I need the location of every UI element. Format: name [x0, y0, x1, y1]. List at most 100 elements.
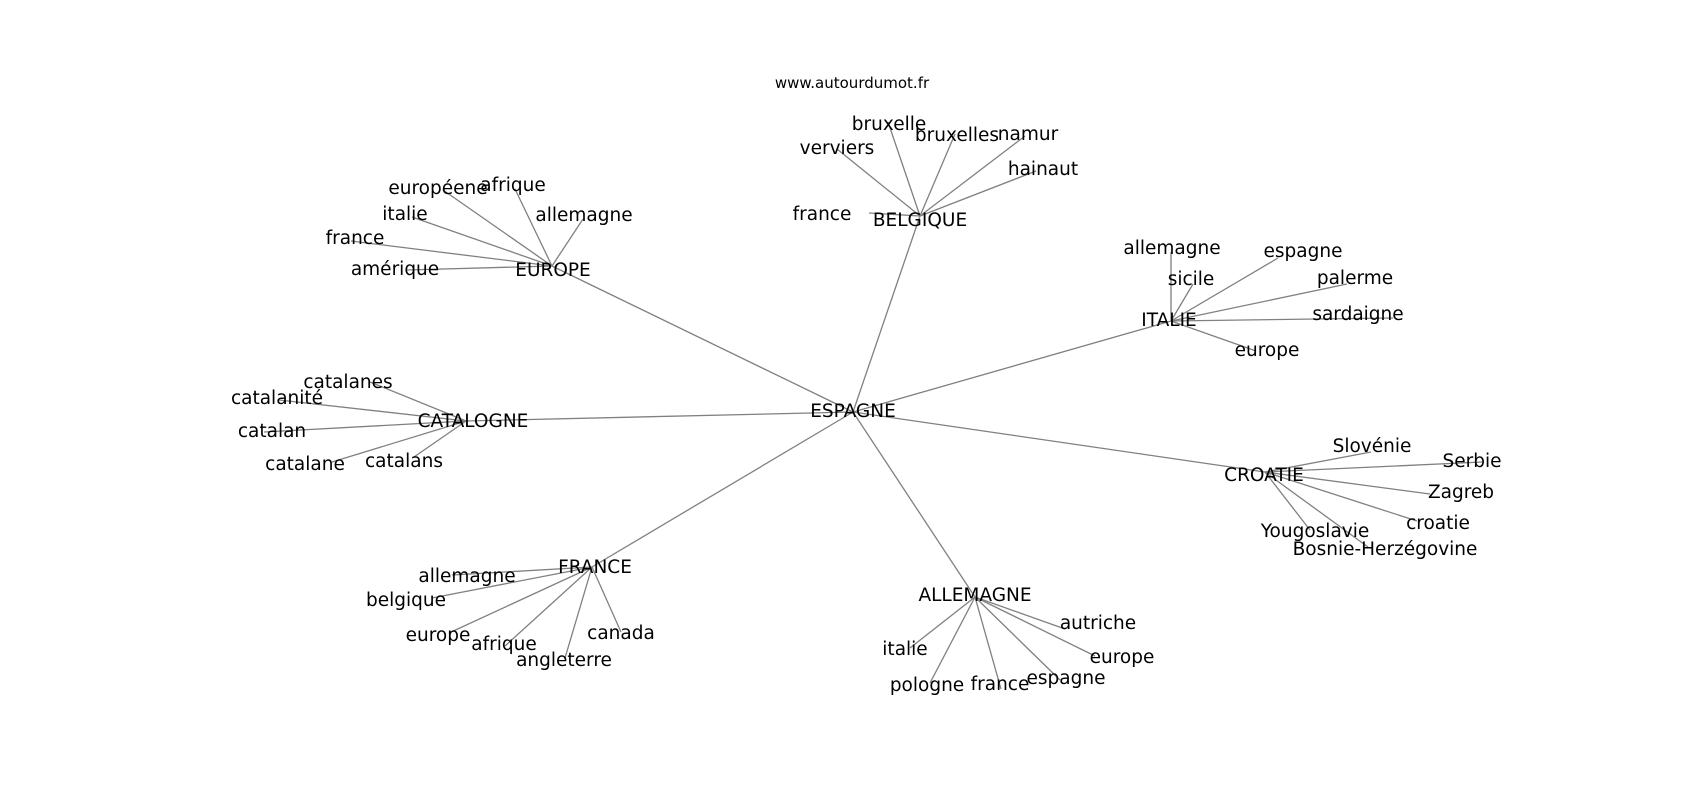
edge-belgique-word [919, 133, 956, 217]
word-node: france [971, 674, 1030, 695]
word-node: europe [1090, 647, 1155, 668]
edge-belgique-word [836, 148, 921, 217]
word-node: espagne [1027, 668, 1106, 689]
edge-catalogne-word [263, 420, 467, 433]
word-node: france [326, 228, 385, 249]
word-node: Yougoslavie [1260, 521, 1370, 542]
word-node: bruxelles [915, 125, 999, 146]
edge-croatie-word [1264, 471, 1311, 531]
word-node: pologne [890, 675, 964, 696]
cluster-node: ITALIE [1141, 310, 1196, 331]
edge-italie-word [1170, 283, 1194, 322]
cluster-node: CROATIE [1224, 465, 1304, 486]
cluster-node: BELGIQUE [873, 210, 967, 231]
edge-italie-word [1170, 317, 1394, 322]
word-node: allemagne [535, 205, 632, 226]
word-node: europe [406, 625, 471, 646]
cluster-node: FRANCE [558, 557, 632, 578]
edge-center-to-belgique [852, 215, 921, 413]
edge-belgique-word [919, 170, 1037, 217]
edge-belgique-word [919, 135, 1026, 217]
word-node: france [793, 204, 852, 225]
edge-france-word [448, 566, 593, 634]
edge-croatie-word [1264, 461, 1483, 473]
word-node: amérique [351, 259, 439, 280]
word-node: Slovénie [1333, 436, 1412, 457]
cluster-node: CATALOGNE [418, 411, 529, 432]
word-node: Bosnie-Herzégovine [1293, 539, 1478, 560]
word-node: hainaut [1008, 159, 1078, 180]
edge-allemagne-word [974, 596, 1066, 630]
edge-allemagne-word [909, 596, 976, 649]
word-node: afrique [480, 175, 545, 196]
cluster-node: EUROPE [515, 260, 591, 281]
edge-italie-word [1170, 283, 1348, 322]
site-watermark: www.autourdumot.fr [775, 74, 930, 92]
word-node: catalanité [231, 388, 323, 409]
edge-france-word [564, 566, 593, 659]
edge-allemagne-word [974, 596, 1002, 690]
edge-croatie-word [1264, 471, 1369, 548]
word-node: italie [382, 204, 427, 225]
edge-belgique-word [887, 121, 921, 217]
graph-labels: ESPAGNE BELGIQUE france verviers bruxellebru… [231, 114, 1502, 696]
edge-europe-word [350, 240, 553, 267]
word-node: catalane [265, 454, 345, 475]
edge-allemagne-word [974, 596, 1096, 657]
edge-france-word [591, 566, 622, 633]
edge-center-to-catalogne [465, 411, 854, 422]
word-node: Zagreb [1428, 482, 1494, 503]
word-node: sicile [1168, 269, 1215, 290]
word-node: belgique [366, 590, 446, 611]
edge-belgique-word [868, 212, 921, 217]
cluster-node: ALLEMAGNE [918, 585, 1031, 606]
word-node: Serbie [1443, 451, 1502, 472]
word-node: autriche [1060, 613, 1136, 634]
graph-edges [263, 121, 1483, 690]
word-node: catalanes [303, 372, 392, 393]
word-node: namur [998, 124, 1059, 145]
edge-italie-word [1170, 257, 1279, 322]
edge-croatie-word [1264, 471, 1418, 522]
edge-europe-word [442, 189, 553, 267]
edge-catalogne-word [278, 399, 467, 422]
edge-center-to-italie [852, 320, 1172, 413]
word-node: espagne [1264, 241, 1343, 262]
word-node: verviers [800, 138, 875, 159]
word-node: sardaigne [1312, 304, 1403, 325]
edge-center-to-croatie [852, 411, 1266, 473]
edge-croatie-word [1264, 471, 1431, 495]
word-node: européene [388, 178, 487, 199]
word-node: catalans [365, 451, 443, 472]
edge-allemagne-word [974, 596, 1061, 681]
edge-center-to-allemagne [852, 411, 976, 598]
word-node: catalan [238, 421, 306, 442]
word-node: canada [587, 623, 655, 644]
word-node: angleterre [516, 650, 612, 671]
edge-france-word [451, 566, 593, 576]
word-node: croatie [1406, 513, 1470, 534]
word-node: italie [882, 639, 927, 660]
word-node: bruxelle [852, 114, 927, 135]
edge-center-to-france [591, 411, 854, 568]
word-node: afrique [471, 634, 536, 655]
edge-france-word [504, 566, 593, 647]
edge-france-word [431, 566, 593, 599]
center-node: ESPAGNE [810, 401, 896, 422]
edge-italie-word [1170, 320, 1257, 352]
edge-europe-word [406, 265, 553, 271]
word-node: allemagne [1123, 238, 1220, 259]
edge-catalogne-word [331, 420, 467, 463]
edge-europe-word [411, 216, 553, 267]
word-node: allemagne [418, 566, 515, 587]
edge-allemagne-word [929, 596, 976, 684]
edge-catalogne-word [369, 381, 467, 422]
edge-croatie-word [1264, 451, 1372, 473]
word-node: europe [1235, 340, 1300, 361]
word-node: palerme [1317, 268, 1393, 289]
edge-catalogne-word [413, 420, 467, 458]
edge-center-to-europe [551, 265, 854, 413]
edge-europe-word [551, 218, 584, 267]
edge-europe-word [514, 188, 553, 267]
